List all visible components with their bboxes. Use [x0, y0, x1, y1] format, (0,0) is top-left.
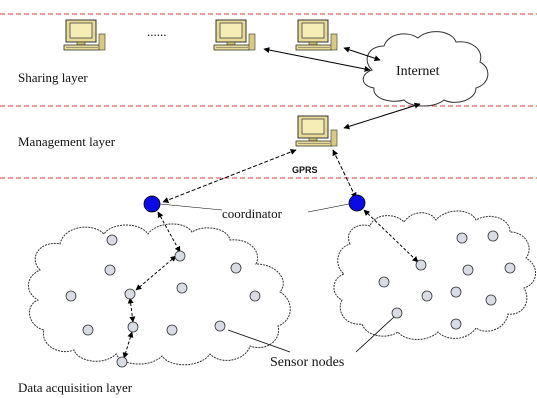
left-sensor-field-cloud	[28, 223, 291, 366]
data-acquisition-layer-label: Data acquisition layer	[18, 380, 133, 395]
sensor-node-icon	[176, 282, 188, 294]
computer-icon	[295, 115, 338, 147]
callout-line	[227, 329, 291, 353]
computer-icon	[213, 19, 256, 51]
right-sensor-field-cloud	[333, 210, 536, 340]
sensor-node-icon	[462, 264, 474, 276]
internet-cloud-icon: Internet	[362, 31, 489, 107]
management-layer-label: Management layer	[18, 134, 116, 149]
sensor-node-icon	[378, 276, 390, 288]
sensor-nodes-label: Sensor nodes	[270, 355, 344, 370]
gprs-link-arrow	[162, 149, 297, 203]
gprs-label: GPRS	[292, 165, 318, 175]
hop-arrow	[157, 211, 181, 253]
sensor-node-icon	[421, 290, 433, 302]
sensor-node-icon	[249, 290, 261, 302]
sensor-node-icon	[124, 288, 136, 300]
coordinator-node-icon	[143, 195, 161, 213]
sensor-node-icon	[456, 232, 468, 244]
ellipsis: ......	[147, 24, 167, 39]
sensor-node-icon	[450, 318, 462, 330]
link-arrow	[343, 102, 421, 130]
hop-arrow	[127, 297, 136, 323]
link-arrow	[263, 47, 371, 72]
coordinator-link	[159, 203, 223, 211]
sensor-node-icon	[391, 307, 403, 319]
callout-line	[355, 316, 395, 353]
hop-arrow	[363, 209, 419, 263]
coordinator-node-icon	[348, 194, 366, 212]
sharing-layer-label: Sharing layer	[18, 70, 88, 85]
sensor-node-icon	[106, 234, 118, 246]
sensor-node-icon	[485, 294, 497, 306]
hop-arrow	[122, 331, 134, 359]
sensor-node-icon	[166, 324, 178, 336]
gprs-link-arrow	[332, 149, 357, 199]
sensor-node-icon	[127, 321, 139, 333]
sensor-node-icon	[104, 264, 116, 276]
link-arrow	[343, 46, 381, 62]
hop-arrow	[135, 255, 177, 291]
sensor-node-icon	[504, 262, 516, 274]
internet-label: Internet	[396, 64, 440, 79]
computer-icon	[295, 19, 338, 51]
sensor-node-icon	[174, 250, 186, 262]
sensor-node-icon	[487, 230, 499, 242]
sensor-node-icon	[415, 259, 427, 271]
sensor-node-icon	[116, 356, 128, 368]
computer-icon	[63, 19, 106, 51]
coordinator-label: coordinator	[222, 206, 283, 221]
sensor-node-icon	[82, 324, 94, 336]
sensor-node-icon	[450, 286, 462, 298]
sensor-node-icon	[230, 262, 242, 274]
sensor-node-icon	[214, 320, 226, 332]
sensor-node-icon	[65, 290, 77, 302]
coordinator-link	[307, 203, 350, 213]
